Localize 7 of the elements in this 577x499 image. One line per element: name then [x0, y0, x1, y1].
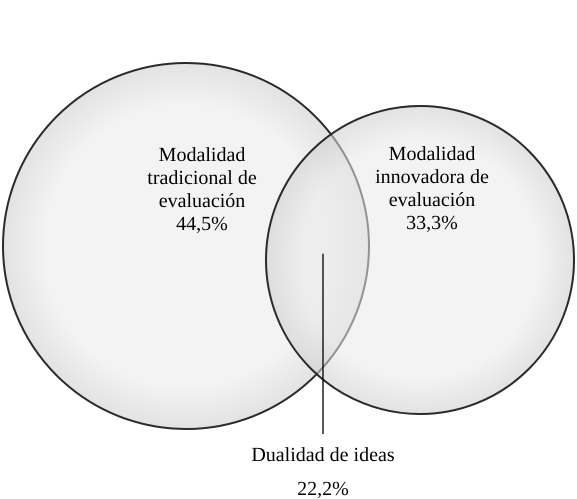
- circle-label: 44,5%: [176, 213, 228, 236]
- caption-text: Dualidad de ideas: [251, 443, 395, 468]
- leader-line: [322, 254, 324, 434]
- caption-text: 22,2%: [297, 477, 349, 499]
- circle-label: Modalidad innovadora de evaluación: [374, 143, 490, 212]
- circle-label: 33,3%: [406, 212, 458, 235]
- circle-label: Modalidad tradicional de evaluación: [146, 144, 258, 213]
